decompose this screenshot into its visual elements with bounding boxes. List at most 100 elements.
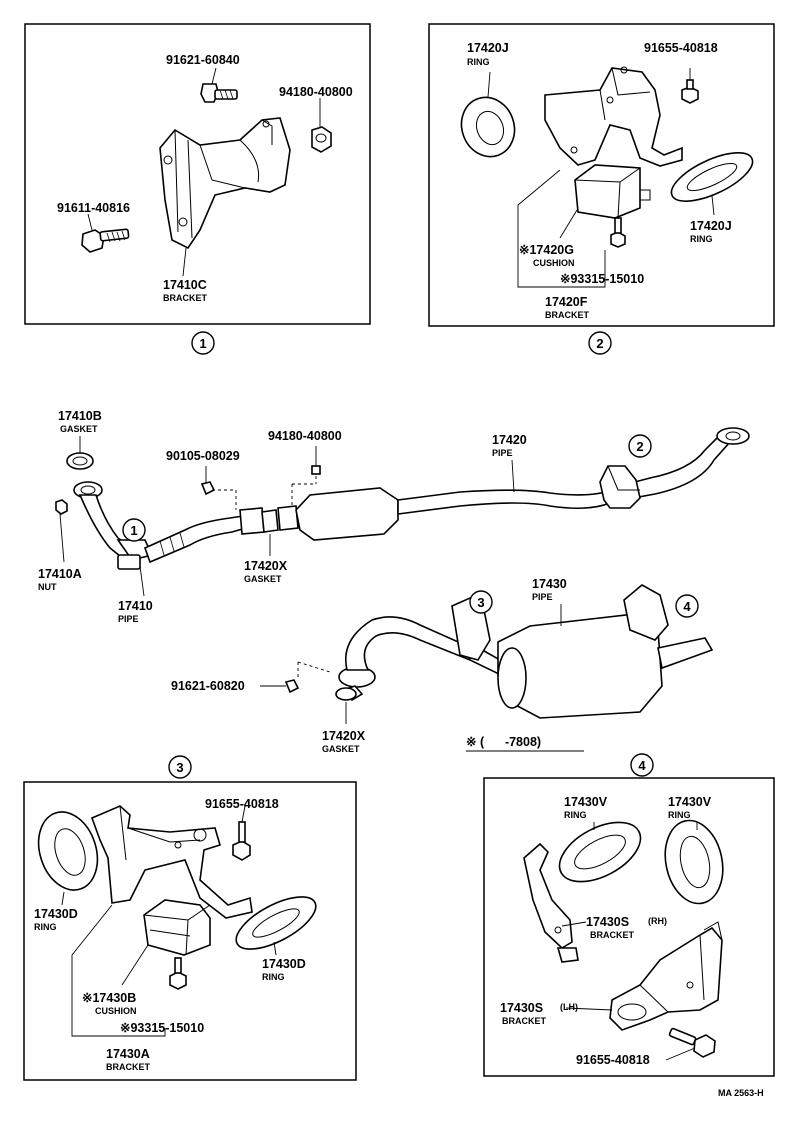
panel-4-label: 4: [638, 758, 646, 773]
part-name-bracket-p3: BRACKET: [106, 1062, 151, 1072]
bracket-17430S-rh: [523, 842, 579, 963]
bolt-91611-40816: [81, 228, 130, 253]
part-no-17420J-right: 17420J: [690, 219, 732, 233]
callout-3-circle: [469, 590, 493, 614]
panel-2-frame: [428, 23, 775, 327]
part-no-17430V-right: 17430V: [668, 795, 712, 809]
part-name-cushion: CUSHION: [533, 258, 575, 268]
ring-17430D-right: [235, 896, 317, 950]
part-no-94180-40800-main: 94180-40800: [268, 429, 342, 443]
part-name-ring-left: RING: [467, 57, 490, 67]
panel-3-label-circle: [168, 755, 192, 779]
part-name-bracket-lh: BRACKET: [502, 1016, 547, 1026]
part-no-17430: 17430: [532, 577, 567, 591]
panel-1-frame: [24, 23, 371, 325]
panel-2-label-circle: [588, 331, 612, 355]
part-no-17430S-lh: 17430S: [500, 1001, 543, 1015]
part-name-gasket-1: GASKET: [60, 424, 98, 434]
part-no-90105-08029: 90105-08029: [166, 449, 240, 463]
bracket-17430A: [90, 805, 253, 919]
part-no-91621-60840: 91621-60840: [166, 53, 240, 67]
part-no-17420G: ※17420G: [519, 243, 574, 257]
part-name-bracket: BRACKET: [163, 293, 208, 303]
ring-17420J-right: [670, 152, 754, 202]
gasket-17410B: [66, 452, 94, 470]
part-name-ring-p3-left: RING: [34, 922, 57, 932]
part-name-ring-p4-right: RING: [668, 810, 691, 820]
date-note: ※ ( -7808): [466, 735, 541, 749]
bolt-91655-40818-p4: [668, 1027, 716, 1058]
part-name-cushion-p3: CUSHION: [95, 1006, 137, 1016]
bolt-91655-40818: [681, 79, 699, 104]
ring-17420J-left: [460, 96, 516, 158]
callout-2-circle: [628, 434, 652, 458]
panel-1-label-circle: [191, 331, 215, 355]
bracket-17410C: [159, 117, 291, 250]
part-name-gasket-3: GASKET: [322, 744, 360, 754]
bolt-91621-60840: [200, 83, 238, 103]
part-side-lh: (LH): [560, 1002, 578, 1012]
part-no-91655-40818-p3: 91655-40818: [205, 797, 279, 811]
panel-4-frame: [483, 777, 775, 1077]
part-name-bracket-rh: BRACKET: [590, 930, 635, 940]
panel-4-label-circle: [630, 753, 654, 777]
part-name-ring-p4-left: RING: [564, 810, 587, 820]
center-pipe-17420: [295, 427, 750, 541]
part-name-nut: NUT: [38, 582, 57, 592]
panel-3-frame: [23, 781, 357, 1081]
callout-2: 2: [636, 439, 643, 454]
part-no-17430V-left: 17430V: [564, 795, 608, 809]
panel-1: 91621-60840 94180-40800 91611-40816 1741…: [24, 23, 371, 355]
part-no-91611-40816: 91611-40816: [57, 201, 130, 215]
ring-17430V-right: [664, 819, 724, 905]
part-name-gasket-2: GASKET: [244, 574, 282, 584]
part-no-17430D-right: 17430D: [262, 957, 306, 971]
main-assembly: 1 2 3 4 17410B GASKET 90105-08029 94180-…: [38, 409, 750, 754]
flange-17420X-front: [200, 465, 321, 535]
callout-4: 4: [683, 599, 691, 614]
part-no-17410: 17410: [118, 599, 153, 613]
part-name-pipe-1: PIPE: [492, 448, 513, 458]
cushion-17430B: [143, 899, 211, 956]
diagram-code: MA 2563-H: [718, 1088, 764, 1098]
bolt-93315-15010: [610, 217, 626, 248]
part-no-91621-60820: 91621-60820: [171, 679, 245, 693]
part-no-91655-40818-p4: 91655-40818: [576, 1053, 650, 1067]
part-no-94180-40800: 94180-40800: [279, 85, 353, 99]
part-no-17420J-left: 17420J: [467, 41, 509, 55]
part-no-93315-15010-p3: ※93315-15010: [120, 1021, 204, 1035]
ring-17430D-left: [37, 811, 99, 891]
part-side-rh: (RH): [648, 916, 667, 926]
part-name-pipe-3: PIPE: [532, 592, 553, 602]
part-name-pipe-2: PIPE: [118, 614, 139, 624]
panel-3-label: 3: [176, 760, 183, 775]
part-no-17410B: 17410B: [58, 409, 102, 423]
part-no-17420X-front: 17420X: [244, 559, 288, 573]
bolt-91655-40818-p3: [232, 821, 251, 861]
bracket-17430S-lh: [609, 921, 723, 1031]
callout-1-circle: [122, 518, 146, 542]
part-no-17420X-rear: 17420X: [322, 729, 366, 743]
part-no-17430B: ※17430B: [82, 991, 136, 1005]
part-no-17430S-rh: 17430S: [586, 915, 629, 929]
part-no-17410C: 17410C: [163, 278, 207, 292]
nut-17410A: [55, 499, 68, 515]
part-no-17420: 17420: [492, 433, 527, 447]
cushion-17420G: [574, 164, 651, 219]
part-no-17430A: 17430A: [106, 1047, 150, 1061]
callout-1: 1: [130, 523, 137, 538]
part-no-17420F: 17420F: [545, 295, 588, 309]
panel-2: 17420J RING 91655-40818 17420J RING ※174…: [428, 23, 775, 355]
panel-4: 4 17430V RING: [483, 753, 775, 1077]
bracket-17420F: [544, 66, 683, 167]
part-name-ring-p3-right: RING: [262, 972, 285, 982]
part-no-17410A: 17410A: [38, 567, 82, 581]
front-pipe-17410: [73, 481, 247, 570]
panel-3: 3: [23, 755, 357, 1081]
bolt-93315-15010-p3: [169, 957, 187, 990]
nut-94180-40800: [311, 126, 332, 153]
part-name-bracket-2: BRACKET: [545, 310, 590, 320]
panel-2-label: 2: [596, 336, 603, 351]
panel-1-label: 1: [199, 336, 206, 351]
